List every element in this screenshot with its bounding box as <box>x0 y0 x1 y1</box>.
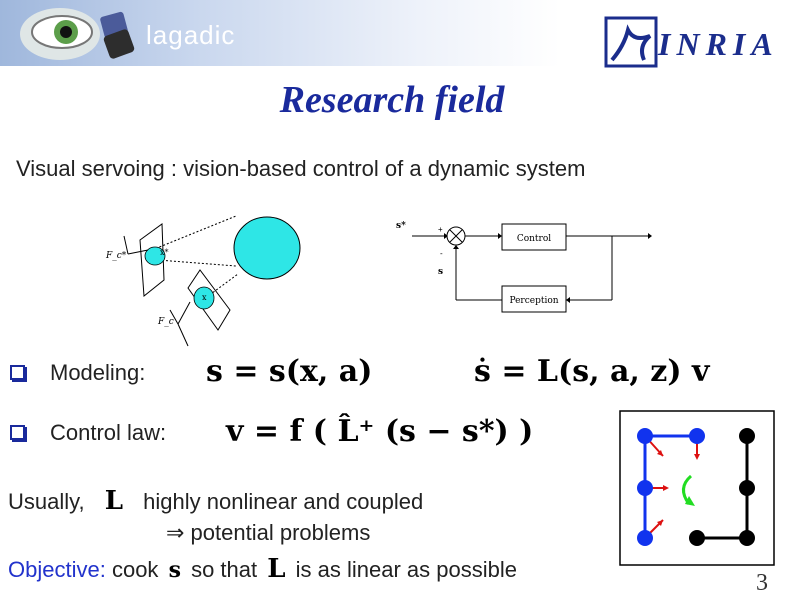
reference-input-label: s* <box>396 221 406 231</box>
camera-projection-figure: x* F_c* x F_c <box>105 215 301 347</box>
bullet-marker-control-law <box>10 425 25 440</box>
usually-symbol-l: L <box>104 486 124 516</box>
current-image-plane <box>187 269 231 331</box>
objective-part-3: is as linear as possible <box>295 557 517 582</box>
perception-block-label: Perception <box>509 296 558 306</box>
implication-statement: ⇒ potential problems <box>166 520 371 545</box>
objective-symbol-s: s <box>168 557 181 583</box>
current-frame-label: F_c <box>157 317 174 327</box>
header-banner: lagadic <box>0 0 560 66</box>
target-object <box>233 216 301 280</box>
feedback-label: s <box>438 267 443 277</box>
control-law-label: Control law: <box>50 420 167 445</box>
modeling-equation-2: ṡ = L(s, a, z) v <box>474 354 710 389</box>
control-law-equation: v = f ( L̂⁺ (s − s*) ) <box>226 414 534 449</box>
slide-subtitle: Visual servoing : vision-based control o… <box>16 156 586 181</box>
feature-motion-figure <box>619 410 775 566</box>
objective-part-2: so that <box>191 557 258 582</box>
page-number: 3 <box>756 570 768 596</box>
control-block <box>501 223 567 251</box>
modeling-equation-1: s = s(x, a) <box>206 354 373 389</box>
bullet-marker-modeling <box>10 365 25 380</box>
current-feature-label: x <box>202 293 207 302</box>
desired-image-plane <box>139 223 165 297</box>
objective-statement: Objective: cook s so that L is as linear… <box>8 554 517 584</box>
objective-part-1: cook <box>111 557 159 582</box>
inria-emblem-icon <box>604 16 658 68</box>
lab-name: lagadic <box>146 20 236 50</box>
usually-suffix: highly nonlinear and coupled <box>143 489 424 514</box>
inria-logo-text: INRIA <box>658 26 779 62</box>
control-block-diagram: s* + - Control Perception s <box>396 221 652 313</box>
minus-sign: - <box>440 249 443 258</box>
modeling-label: Modeling: <box>50 360 146 385</box>
plus-sign: + <box>438 225 443 234</box>
usually-statement: Usually, L highly nonlinear and coupled <box>8 486 423 516</box>
objective-symbol-l: L <box>267 554 286 584</box>
objective-label: Objective: <box>8 557 106 582</box>
perception-block <box>501 285 567 313</box>
eye-logo-icon <box>20 8 135 60</box>
desired-feature-label: x* <box>160 248 169 257</box>
slide-title: Research field <box>279 79 505 121</box>
desired-frame-label: F_c* <box>105 251 127 261</box>
usually-prefix: Usually, <box>8 489 85 514</box>
control-block-label: Control <box>517 234 551 244</box>
